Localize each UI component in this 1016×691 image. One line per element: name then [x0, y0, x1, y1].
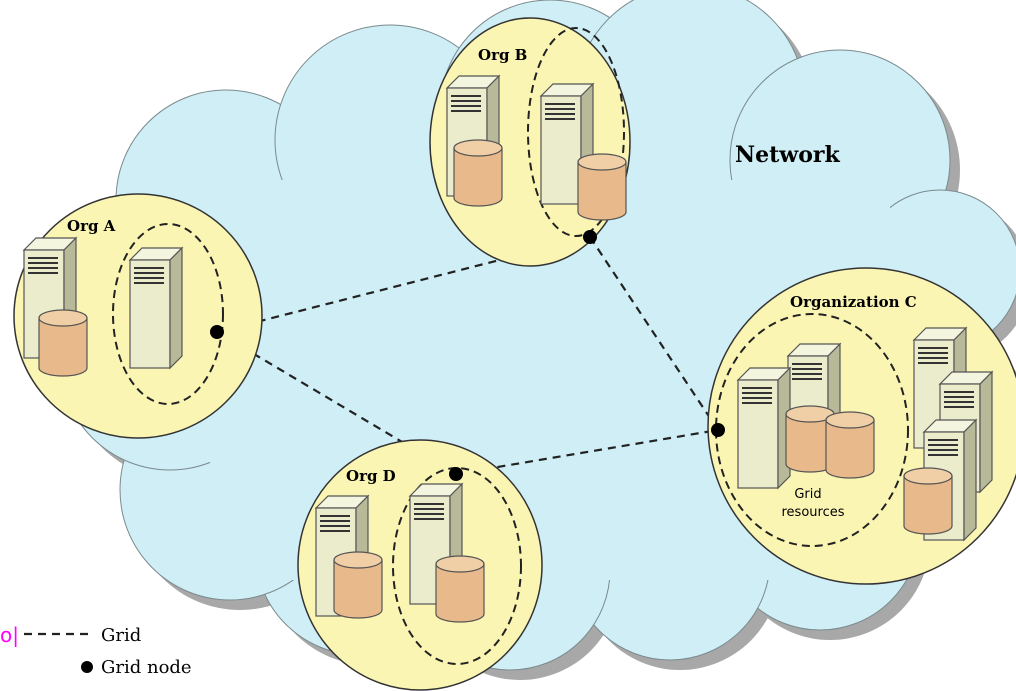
database-cylinder-icon	[333, 551, 383, 619]
database-cylinder-icon	[903, 467, 953, 535]
legend-grid-node-dot-icon	[81, 661, 93, 673]
org-c-label: Organization C	[790, 293, 917, 311]
org-b-grid-boundary	[527, 27, 625, 237]
legend-grid-label: Grid	[101, 625, 141, 646]
grid-node-dot-icon	[449, 467, 463, 481]
database-cylinder-icon	[577, 153, 627, 221]
org-a-label: Org A	[67, 217, 116, 235]
org-d-label: Org D	[346, 467, 396, 485]
grid-node-dot-icon	[583, 230, 597, 244]
grid-resources-label-line1: Grid	[794, 487, 821, 502]
legend: o| Grid Grid node	[0, 623, 192, 678]
database-cylinder-icon	[453, 139, 503, 207]
org-b: Org B	[429, 17, 631, 267]
server-tower-icon	[737, 367, 791, 489]
database-cylinder-icon	[435, 555, 485, 623]
grid-link-b-c	[589, 236, 719, 431]
org-b-label: Org B	[478, 46, 527, 64]
org-c-grid-boundary	[715, 313, 909, 547]
org-a: Org A	[13, 193, 263, 439]
legend-grid-node-label: Grid node	[101, 657, 192, 678]
network-label: Network	[735, 142, 840, 168]
org-d-grid-boundary	[392, 467, 522, 665]
org-d: Org D	[297, 439, 543, 691]
grid-node-dot-icon	[711, 423, 725, 437]
org-c: Organization C Grid resources	[707, 267, 1016, 585]
grid-resources-label-line2: resources	[781, 505, 844, 520]
database-cylinder-icon	[38, 309, 88, 377]
grid-nodes	[210, 230, 725, 481]
legend-marker-text: o|	[0, 623, 19, 647]
server-tower-icon	[129, 247, 183, 369]
org-a-grid-boundary	[112, 223, 224, 405]
database-cylinder-icon	[825, 411, 875, 479]
grid-link-d-c	[455, 428, 719, 476]
grid-node-dot-icon	[210, 325, 224, 339]
